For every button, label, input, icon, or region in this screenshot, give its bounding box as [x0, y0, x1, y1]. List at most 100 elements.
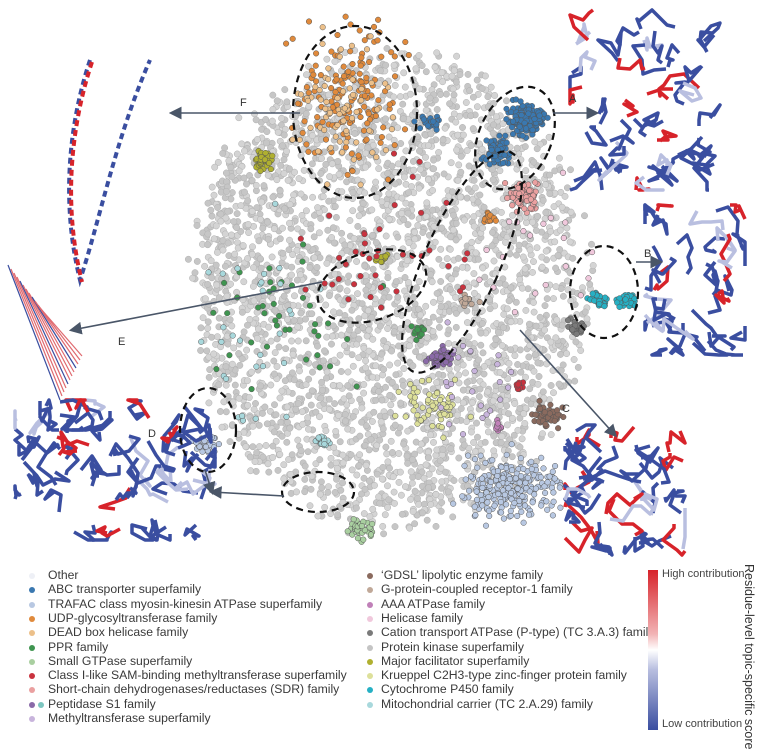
data-point	[382, 147, 389, 154]
data-point	[339, 80, 346, 87]
data-point	[400, 69, 408, 77]
data-point	[305, 375, 313, 383]
data-point	[380, 365, 388, 373]
data-point	[325, 320, 332, 327]
data-point	[418, 468, 426, 476]
data-point	[214, 158, 222, 166]
data-point	[305, 425, 312, 433]
data-point	[374, 106, 381, 113]
structure-segment	[655, 203, 674, 212]
data-point	[212, 261, 220, 269]
structure-segment	[597, 97, 608, 125]
data-point	[391, 53, 398, 60]
data-point	[282, 345, 290, 353]
data-point	[335, 309, 343, 317]
data-point	[313, 50, 320, 57]
data-point	[331, 270, 339, 278]
data-point	[263, 343, 271, 350]
data-point	[240, 278, 248, 286]
structure-segment	[13, 427, 29, 457]
data-point	[370, 23, 378, 30]
data-point	[411, 118, 418, 125]
data-point	[519, 493, 526, 500]
data-point	[327, 109, 334, 116]
data-point	[484, 93, 492, 101]
data-point	[407, 495, 415, 503]
data-point	[530, 158, 538, 166]
data-point	[550, 489, 557, 496]
data-point	[438, 478, 446, 486]
data-point	[452, 293, 460, 301]
data-point	[455, 354, 462, 361]
data-point	[464, 185, 472, 193]
colorbar-low-label: Low contribution	[662, 718, 743, 730]
data-point	[350, 91, 357, 98]
data-point	[332, 213, 340, 221]
data-point	[390, 150, 398, 157]
data-point	[380, 337, 388, 345]
data-point	[329, 224, 337, 232]
data-point	[511, 309, 518, 316]
data-point	[503, 501, 510, 508]
legend-item-label: Cytochrome P450 family	[381, 682, 514, 697]
data-point	[319, 24, 326, 31]
data-point	[358, 404, 366, 412]
structure-segment	[46, 406, 58, 432]
data-point	[376, 436, 384, 444]
data-point	[586, 280, 594, 288]
data-point	[508, 467, 516, 474]
data-point	[325, 65, 332, 72]
legend-marker	[367, 701, 373, 708]
data-point	[358, 97, 365, 104]
data-point	[422, 68, 430, 76]
data-point	[530, 299, 537, 306]
data-point	[348, 306, 356, 314]
data-point	[491, 502, 498, 509]
data-point	[401, 388, 409, 396]
data-point	[507, 346, 515, 354]
data-point	[410, 166, 418, 174]
structure-segment	[183, 523, 201, 542]
data-point	[308, 387, 316, 395]
data-point	[204, 324, 212, 332]
data-point	[215, 381, 223, 389]
data-point	[286, 236, 293, 244]
data-point	[302, 337, 310, 345]
data-point	[248, 207, 256, 215]
data-point	[395, 342, 403, 350]
data-point	[302, 315, 309, 323]
data-point	[267, 337, 275, 345]
data-point	[486, 278, 494, 286]
data-point	[375, 493, 383, 501]
data-point	[280, 156, 288, 164]
data-point	[516, 414, 524, 422]
data-point	[355, 354, 363, 362]
data-point	[382, 61, 390, 69]
data-point	[531, 138, 539, 146]
data-point	[491, 92, 499, 99]
data-point	[527, 205, 534, 212]
data-point	[227, 163, 235, 171]
data-point	[503, 402, 511, 410]
data-point	[302, 207, 310, 215]
data-point	[490, 121, 497, 129]
data-point	[400, 115, 407, 123]
data-point	[246, 315, 254, 323]
data-point	[559, 361, 567, 369]
data-point	[385, 496, 393, 504]
data-point	[454, 131, 462, 139]
data-point	[376, 499, 384, 507]
data-point	[520, 410, 528, 418]
data-point	[589, 290, 596, 297]
data-point	[391, 142, 398, 149]
data-point	[361, 262, 369, 270]
data-point	[272, 437, 280, 445]
legend-item-label: Methyltransferase superfamily	[48, 711, 211, 725]
data-point	[348, 351, 356, 359]
data-point	[204, 230, 212, 238]
structure-segment	[697, 103, 722, 126]
data-point	[316, 364, 323, 371]
data-point	[517, 368, 525, 376]
data-point	[429, 206, 437, 214]
data-point	[353, 258, 361, 265]
